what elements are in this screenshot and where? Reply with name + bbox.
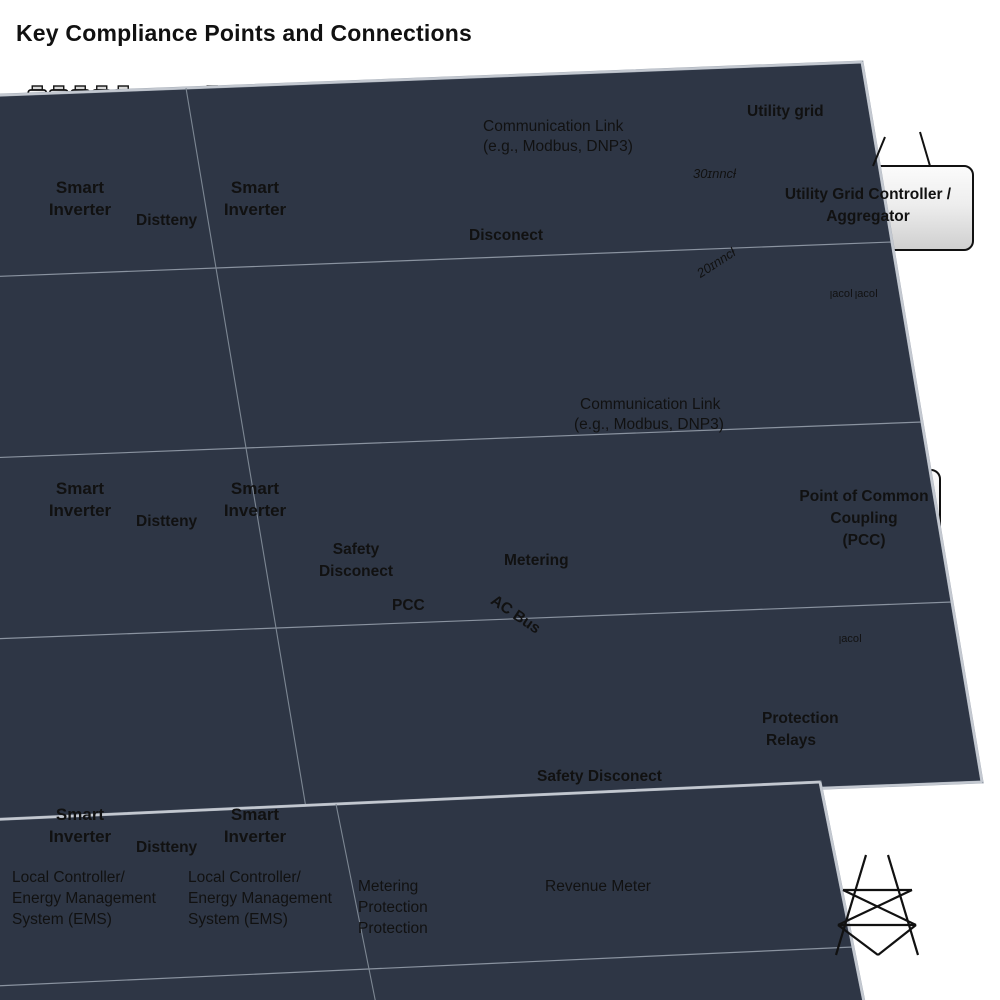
- distteny-label-3: Distteny: [136, 839, 198, 856]
- utility-grid-controller-label-line1: Utility Grid Controller /: [784, 186, 952, 203]
- vertical-glyph-label-3: ꞁoɔɐl: [838, 633, 862, 645]
- page-title: Key Compliance Points and Connections: [16, 20, 472, 46]
- link-30-label: 30ɪnncƚ: [693, 166, 736, 181]
- ems-label-1-line2: Energy Management: [12, 890, 156, 907]
- smart-inverter-label-line2: Inverter: [223, 827, 287, 846]
- smart-inverter-label-line2: Inverter: [48, 501, 112, 520]
- distteny-label-1: Distteny: [136, 212, 198, 229]
- smart-inverter-label-line2: Inverter: [223, 200, 287, 219]
- pcc-box-label-line2: Coupling: [830, 510, 898, 527]
- smart-inverter-label-line1: Smart: [55, 479, 105, 498]
- protection-relays-label-line1: Protection: [762, 710, 839, 727]
- smart-inverter-label-line1: Smart: [230, 178, 280, 197]
- metering-protection-label-line2: Protection: [358, 899, 428, 916]
- smart-inverter-label-line1: Smart: [230, 479, 280, 498]
- smart-inverter-label-line1: Smart: [230, 805, 280, 824]
- comm-link-top-label-line1: Communication Link: [483, 118, 624, 135]
- solar-panel-icon: [0, 60, 984, 822]
- smart-inverter-label-line2: Inverter: [223, 501, 287, 520]
- vertical-glyph-label-1: ꞁoɔɐl: [829, 288, 853, 300]
- safety-disconnect-mid-label-line1: Safety: [332, 541, 380, 558]
- pcc-node-label: PCC: [392, 597, 425, 614]
- safety-disconnect-mid-label-line2: Disconect: [318, 563, 394, 580]
- ems-label-1-line1: Local Controller/: [12, 869, 125, 886]
- pcc-box-label-line1: Point of Common: [799, 488, 929, 505]
- smart-inverter-label-line1: Smart: [55, 178, 105, 197]
- solar-panel-group: [0, 60, 984, 1000]
- safety-disconnect-bottom-label: Safety Disconect: [537, 768, 662, 785]
- smart-inverter-label-line2: Inverter: [48, 827, 112, 846]
- vertical-glyph-label-2: ꞁoɔɐl: [854, 288, 878, 300]
- smart-inverter-label-line1: Smart: [55, 805, 105, 824]
- smart-inverter-label-line2: Inverter: [48, 200, 112, 219]
- metering-protection-label-line1: Metering: [358, 878, 419, 895]
- revenue-meter-label: Revenue Meter: [545, 878, 651, 895]
- ems-label-2-line3: System (EMS): [188, 911, 288, 928]
- metering-protection-label-line3: Protection: [358, 920, 428, 937]
- protection-relays-label-line2: Relays: [766, 732, 816, 749]
- metering-label: Metering: [504, 552, 569, 569]
- ems-label-1-line3: System (EMS): [12, 911, 112, 928]
- utility-grid-controller-label-line2: Aggregator: [826, 208, 910, 225]
- disconnect-top-label: Disconect: [469, 227, 544, 244]
- tower-structure-icon: [834, 854, 920, 956]
- comm-link-mid-label-line2: (e.g., Modbus, DNP3): [574, 416, 724, 433]
- ems-label-2-line1: Local Controller/: [188, 869, 301, 886]
- pv-leads: [872, 131, 931, 167]
- utility-grid-label: Utility grid: [747, 103, 824, 120]
- pcc-box-label-line3: (PCC): [842, 532, 886, 549]
- comm-link-mid-label-line1: Communication Link: [580, 396, 721, 413]
- distteny-label-2: Distteny: [136, 513, 198, 530]
- comm-link-top-label-line2: (e.g., Modbus, DNP3): [483, 138, 633, 155]
- ems-label-2-line2: Energy Management: [188, 890, 332, 907]
